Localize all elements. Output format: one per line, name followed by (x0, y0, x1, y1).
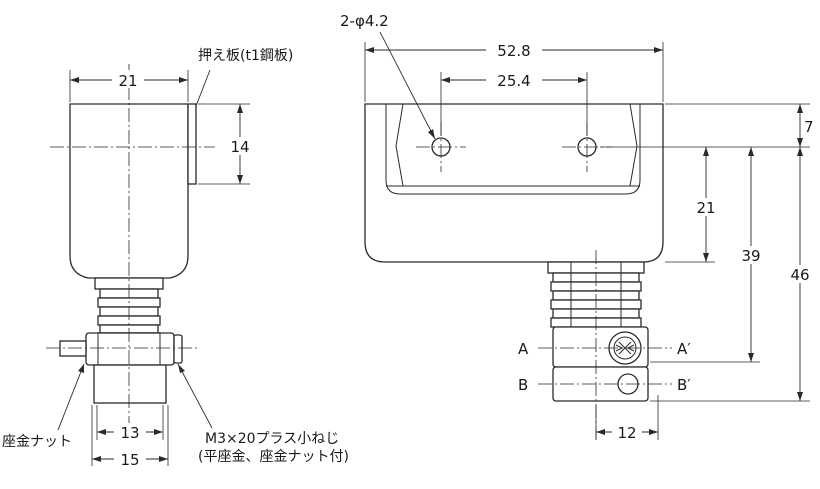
washer-nut-note-group: 座金ナット (2, 363, 85, 450)
dim-15-label: 15 (120, 451, 139, 469)
dim-13-label: 13 (120, 424, 139, 442)
dimension-13: 13 (96, 405, 164, 442)
dimension-21-width: 21 (69, 70, 189, 102)
section-line-a: A A′ (518, 340, 691, 358)
hole-spec-label: 2-φ4.2 (340, 12, 389, 30)
section-b-label: B (518, 376, 528, 394)
dim-14-label: 14 (230, 138, 249, 156)
dimension-21-height: 21 (690, 147, 724, 262)
section-line-b: B B′ (518, 376, 691, 394)
section-a-prime-label: A′ (677, 340, 691, 358)
side-bottom-block (93, 364, 167, 404)
dimension-7: 7 (797, 104, 814, 147)
hole-spec-group: 2-φ4.2 (340, 12, 436, 140)
dim-46-label: 46 (790, 266, 809, 284)
dim-12-label: 12 (617, 424, 636, 442)
dimension-46: 46 (784, 147, 816, 401)
dimension-39: 39 (734, 147, 768, 362)
dim-21-height-label: 21 (696, 199, 715, 217)
section-a-label: A (518, 340, 529, 358)
dim-39-label: 39 (741, 247, 760, 265)
dimension-25-4: 25.4 (440, 71, 588, 136)
vertical-extension-lines (600, 103, 810, 402)
dim-25-4-label: 25.4 (497, 72, 530, 90)
dimension-12: 12 (595, 395, 659, 442)
screw-shank (59, 340, 87, 357)
dim-21-label: 21 (118, 72, 137, 90)
plate-note-group: 押え板(t1鋼板) (195, 48, 293, 107)
dimension-14: 14 (198, 103, 256, 185)
screw-note-line2: (平座金、座金ナット付) (198, 449, 349, 465)
section-b-prime-label: B′ (677, 376, 691, 394)
side-head (85, 332, 175, 366)
plate-note: 押え板(t1鋼板) (198, 48, 293, 64)
dimension-15: 15 (91, 405, 169, 469)
dimension-52-8: 52.8 (364, 41, 664, 102)
screw-head-side (173, 334, 183, 364)
screw-note-line1: M3×20プラス小ねじ (205, 431, 339, 447)
dim-7-label: 7 (804, 118, 814, 136)
side-view (46, 64, 215, 440)
pressing-plate (187, 103, 197, 185)
washer-nut-note: 座金ナット (2, 434, 72, 450)
dim-52-8-label: 52.8 (497, 42, 530, 60)
front-view (364, 103, 664, 440)
front-body (364, 103, 664, 263)
phillips-cross-icon (615, 341, 635, 355)
screw-note-group: M3×20プラス小ねじ (平座金、座金ナット付) (177, 363, 349, 465)
